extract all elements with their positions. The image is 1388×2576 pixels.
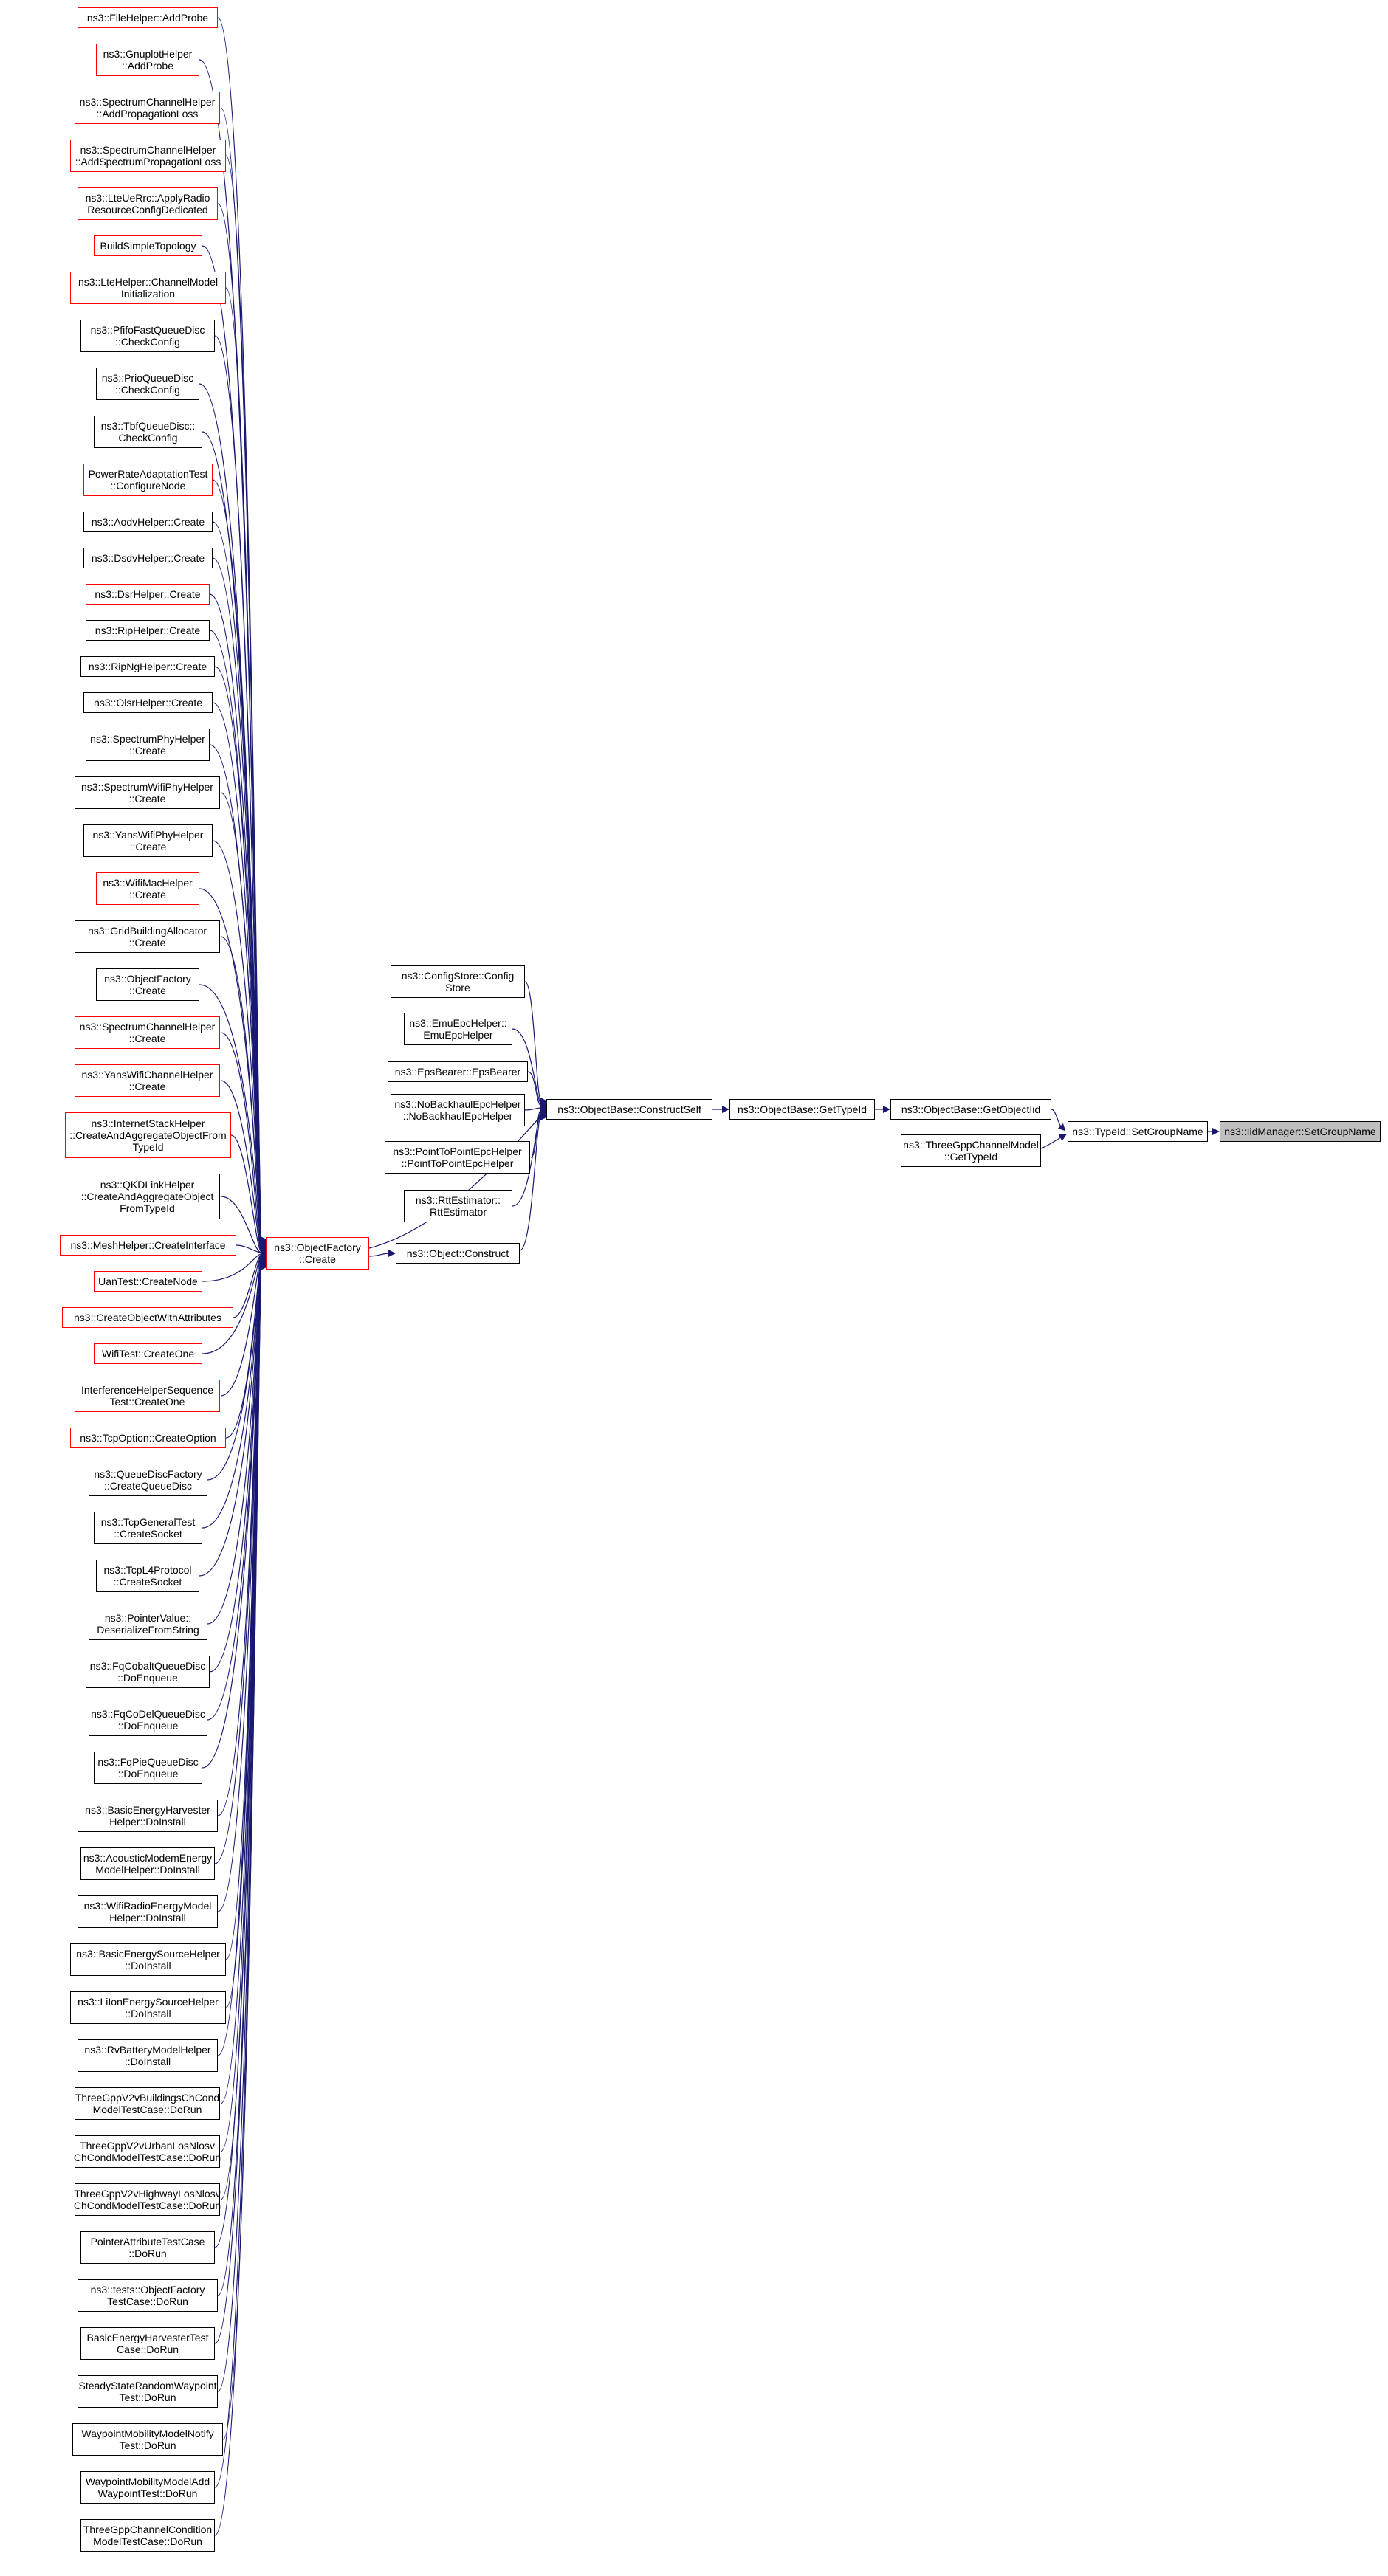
node-no-backhaul-epc-helper-constructor[interactable]: ns3::NoBackhaulEpcHelper ::NoBackhaulEpc…: [391, 1094, 525, 1126]
node-tcp-l4-protocol-create-socket[interactable]: ns3::TcpL4Protocol ::CreateSocket: [96, 1560, 199, 1592]
call-edges: [199, 17, 1220, 2536]
node-mesh-helper-create-interface[interactable]: ns3::MeshHelper::CreateInterface: [60, 1235, 236, 1256]
node-power-rate-adaptation-test-configure-node[interactable]: PowerRateAdaptationTest ::ConfigureNode: [83, 464, 213, 496]
node-object-construct[interactable]: ns3::Object::Construct: [396, 1243, 520, 1264]
node-object-factory-test-case-do-run[interactable]: ns3::tests::ObjectFactory TestCase::DoRu…: [78, 2279, 218, 2312]
node-dsr-helper-create[interactable]: ns3::DsrHelper::Create: [86, 584, 210, 605]
node-yans-wifi-phy-helper-create[interactable]: ns3::YansWifiPhyHelper ::Create: [83, 824, 213, 857]
node-olsr-helper-create[interactable]: ns3::OlsrHelper::Create: [83, 692, 213, 713]
node-waypoint-mobility-model-add-waypoint-test-do-run[interactable]: WaypointMobilityModelAdd WaypointTest::D…: [80, 2471, 215, 2504]
node-dsdv-helper-create[interactable]: ns3::DsdvHelper::Create: [83, 548, 213, 568]
node-create-object-with-attributes[interactable]: ns3::CreateObjectWithAttributes: [62, 1307, 233, 1328]
node-spectrum-channel-helper-create[interactable]: ns3::SpectrumChannelHelper ::Create: [75, 1016, 220, 1049]
node-threegpp-v2v-buildings-ch-cond-test-do-run[interactable]: ThreeGppV2vBuildingsChCond ModelTestCase…: [75, 2087, 220, 2120]
node-wifi-test-create-one[interactable]: WifiTest::CreateOne: [94, 1343, 202, 1364]
node-object-base-construct-self[interactable]: ns3::ObjectBase::ConstructSelf: [546, 1099, 712, 1120]
node-spectrum-channel-helper-add-spectrum-propagation-loss[interactable]: ns3::SpectrumChannelHelper ::AddSpectrum…: [70, 140, 226, 172]
node-pfifo-fast-queue-disc-check-config[interactable]: ns3::PfifoFastQueueDisc ::CheckConfig: [80, 320, 215, 352]
node-fq-codel-queue-disc-do-enqueue[interactable]: ns3::FqCoDelQueueDisc ::DoEnqueue: [89, 1704, 207, 1736]
node-ripng-helper-create[interactable]: ns3::RipNgHelper::Create: [80, 656, 215, 677]
node-eps-bearer-constructor[interactable]: ns3::EpsBearer::EpsBearer: [388, 1061, 528, 1082]
node-grid-building-allocator-create[interactable]: ns3::GridBuildingAllocator ::Create: [75, 920, 220, 953]
node-spectrum-phy-helper-create[interactable]: ns3::SpectrumPhyHelper ::Create: [86, 729, 210, 761]
node-spectrum-wifi-phy-helper-create[interactable]: ns3::SpectrumWifiPhyHelper ::Create: [75, 776, 220, 809]
node-prio-queue-disc-check-config[interactable]: ns3::PrioQueueDisc ::CheckConfig: [96, 368, 199, 400]
node-basic-energy-harvester-helper-do-install[interactable]: ns3::BasicEnergyHarvester Helper::DoInst…: [78, 1800, 218, 1832]
node-acoustic-modem-energy-model-helper-do-install[interactable]: ns3::AcousticModemEnergy ModelHelper::Do…: [80, 1847, 215, 1880]
node-li-ion-energy-source-helper-do-install[interactable]: ns3::LiIonEnergySourceHelper ::DoInstall: [70, 1991, 226, 2024]
node-tbf-queue-disc-check-config[interactable]: ns3::TbfQueueDisc:: CheckConfig: [94, 416, 202, 448]
node-emu-epc-helper-constructor[interactable]: ns3::EmuEpcHelper:: EmuEpcHelper: [404, 1013, 512, 1045]
node-lte-ue-rrc-apply-radio-resource-config-dedicated[interactable]: ns3::LteUeRrc::ApplyRadio ResourceConfig…: [78, 187, 218, 220]
node-pointer-value-deserialize-from-string[interactable]: ns3::PointerValue:: DeserializeFromStrin…: [89, 1608, 207, 1640]
node-config-store-constructor[interactable]: ns3::ConfigStore::Config Store: [391, 965, 525, 998]
node-point-to-point-epc-helper-constructor[interactable]: ns3::PointToPointEpcHelper ::PointToPoin…: [385, 1141, 530, 1174]
node-fq-pie-queue-disc-do-enqueue[interactable]: ns3::FqPieQueueDisc ::DoEnqueue: [94, 1752, 202, 1784]
node-uan-test-create-node[interactable]: UanTest::CreateNode: [94, 1271, 202, 1292]
node-tcp-option-create-option[interactable]: ns3::TcpOption::CreateOption: [70, 1428, 226, 1448]
node-object-factory-create[interactable]: ns3::ObjectFactory ::Create: [266, 1237, 369, 1270]
node-type-id-set-group-name[interactable]: ns3::TypeId::SetGroupName: [1068, 1121, 1208, 1142]
node-fq-cobalt-queue-disc-do-enqueue[interactable]: ns3::FqCobaltQueueDisc ::DoEnqueue: [86, 1656, 210, 1688]
node-basic-energy-source-helper-do-install[interactable]: ns3::BasicEnergySourceHelper ::DoInstall: [70, 1943, 226, 1976]
node-rip-helper-create[interactable]: ns3::RipHelper::Create: [86, 620, 210, 641]
node-threegpp-channel-model-get-type-id[interactable]: ns3::ThreeGppChannelModel ::GetTypeId: [901, 1134, 1041, 1167]
node-queue-disc-factory-create-queue-disc[interactable]: ns3::QueueDiscFactory ::CreateQueueDisc: [89, 1464, 207, 1496]
node-threegpp-channel-condition-test-do-run[interactable]: ThreeGppChannelCondition ModelTestCase::…: [80, 2519, 215, 2552]
node-object-factory-create-overload[interactable]: ns3::ObjectFactory ::Create: [96, 968, 199, 1001]
node-tcp-general-test-create-socket[interactable]: ns3::TcpGeneralTest ::CreateSocket: [94, 1512, 202, 1544]
node-interference-helper-sequence-test-create-one[interactable]: InterferenceHelperSequence Test::CreateO…: [75, 1380, 220, 1412]
node-yans-wifi-channel-helper-create[interactable]: ns3::YansWifiChannelHelper ::Create: [75, 1064, 220, 1097]
node-wifi-radio-energy-model-helper-do-install[interactable]: ns3::WifiRadioEnergyModel Helper::DoInst…: [78, 1895, 218, 1928]
node-gnuplot-helper-add-probe[interactable]: ns3::GnuplotHelper ::AddProbe: [96, 44, 199, 76]
node-pointer-attribute-test-do-run[interactable]: PointerAttributeTestCase ::DoRun: [80, 2231, 215, 2264]
node-waypoint-mobility-model-notify-test-do-run[interactable]: WaypointMobilityModelNotify Test::DoRun: [72, 2423, 223, 2456]
node-aodv-helper-create[interactable]: ns3::AodvHelper::Create: [83, 512, 213, 532]
node-iid-manager-set-group-name: ns3::IidManager::SetGroupName: [1220, 1121, 1381, 1142]
node-qkd-link-helper-create-and-aggregate[interactable]: ns3::QKDLinkHelper ::CreateAndAggregateO…: [75, 1174, 220, 1219]
node-lte-helper-channel-model-initialization[interactable]: ns3::LteHelper::ChannelModel Initializat…: [70, 272, 226, 304]
node-object-base-get-object-iid[interactable]: ns3::ObjectBase::GetObjectIid: [890, 1099, 1051, 1120]
node-file-helper-add-probe[interactable]: ns3::FileHelper::AddProbe: [78, 7, 218, 28]
node-steady-state-random-waypoint-test-do-run[interactable]: SteadyStateRandomWaypoint Test::DoRun: [78, 2375, 218, 2408]
node-threegpp-v2v-highway-los-nlosv-test-do-run[interactable]: ThreeGppV2vHighwayLosNlosv ChCondModelTe…: [74, 2183, 221, 2216]
node-rtt-estimator-constructor[interactable]: ns3::RttEstimator:: RttEstimator: [404, 1190, 512, 1222]
node-spectrum-channel-helper-add-propagation-loss[interactable]: ns3::SpectrumChannelHelper ::AddPropagat…: [75, 92, 220, 124]
node-rv-battery-model-helper-do-install[interactable]: ns3::RvBatteryModelHelper ::DoInstall: [78, 2039, 218, 2072]
node-object-base-get-type-id[interactable]: ns3::ObjectBase::GetTypeId: [729, 1099, 875, 1120]
node-build-simple-topology[interactable]: BuildSimpleTopology: [94, 235, 202, 256]
node-wifi-mac-helper-create[interactable]: ns3::WifiMacHelper ::Create: [96, 872, 199, 905]
node-internet-stack-helper-create-and-aggregate[interactable]: ns3::InternetStackHelper ::CreateAndAggr…: [65, 1112, 231, 1158]
node-basic-energy-harvester-test-do-run[interactable]: BasicEnergyHarvesterTest Case::DoRun: [80, 2327, 215, 2360]
node-threegpp-v2v-urban-los-nlosv-test-do-run[interactable]: ThreeGppV2vUrbanLosNlosv ChCondModelTest…: [74, 2135, 221, 2168]
